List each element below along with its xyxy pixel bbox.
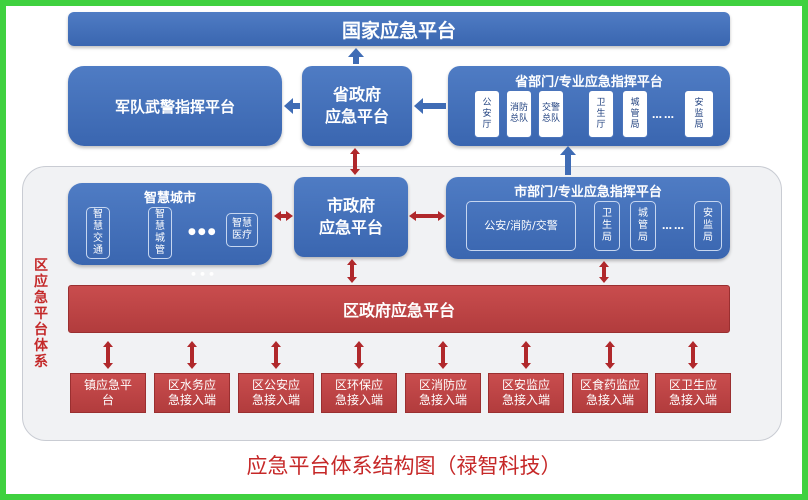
city-dept-item[interactable]: 城管局 — [630, 201, 656, 251]
smart-city-ellipsis: ●●● — [188, 227, 218, 237]
province-dept-item[interactable]: 交警总队 — [538, 90, 564, 138]
district-system-label-char: 应 — [34, 274, 48, 290]
city-dept-item[interactable]: 卫生局 — [594, 201, 620, 251]
district-system-label-char: 急 — [34, 290, 48, 306]
district-terminal[interactable]: 区安监应急接入端 — [488, 373, 564, 413]
smart-city-item[interactable]: 智慧医疗 — [226, 213, 258, 247]
city-dept-ellipsis: …… — [662, 221, 686, 232]
arrow-dept-to-province — [414, 98, 446, 114]
district-system-label-char: 平 — [34, 306, 48, 322]
smart-city-item[interactable]: 智慧城管 — [148, 207, 172, 259]
city-dept-item-public-security[interactable]: 公安/消防/交警 — [466, 201, 576, 251]
district-system-label-char: 体 — [34, 338, 48, 354]
district-terminal[interactable]: 区水务应急接入端 — [154, 373, 230, 413]
district-system-label-char: 系 — [34, 354, 48, 370]
district-terminal[interactable]: 区卫生应急接入端 — [655, 373, 731, 413]
district-platform[interactable]: 区政府应急平台 — [68, 285, 730, 333]
smart-city-panel[interactable]: 智慧城市 智慧交通 智慧城管 ●●● 智慧医疗 — [68, 183, 272, 265]
district-system-label-char: 台 — [34, 322, 48, 338]
province-dept-item[interactable]: 卫生厅 — [588, 90, 614, 138]
military-platform[interactable]: 军队武警指挥平台 — [68, 66, 282, 146]
district-terminal[interactable]: 区消防应急接入端 — [405, 373, 481, 413]
district-terminal[interactable]: 区公安应急接入端 — [238, 373, 314, 413]
district-system-label: 区应急平台体系 — [30, 258, 52, 370]
city-platform-line2: 应急平台 — [318, 218, 383, 237]
city-dept-platform[interactable]: 市部门/专业应急指挥平台 公安/消防/交警卫生局城管局 …… 安监局 — [446, 177, 730, 259]
smart-city-more: ••• — [190, 268, 218, 281]
arrow-province-to-national — [348, 48, 364, 64]
arrow-province-to-military — [284, 98, 300, 114]
province-dept-item[interactable]: 安监局 — [684, 90, 714, 138]
province-dept-item[interactable]: 城管局 — [622, 90, 648, 138]
diagram-caption: 应急平台体系结构图（禄智科技） — [246, 454, 562, 478]
district-system-label-char: 区 — [34, 258, 48, 274]
district-platform-label: 区政府应急平台 — [342, 301, 455, 320]
national-platform[interactable]: 国家应急平台 — [68, 12, 730, 46]
city-dept-item[interactable]: 安监局 — [694, 201, 722, 251]
province-dept-title: 省部门/专业应急指挥平台 — [515, 75, 663, 90]
province-platform[interactable]: 省政府 应急平台 — [302, 66, 412, 146]
province-dept-item[interactable]: 消防总队 — [506, 90, 532, 138]
province-dept-item[interactable]: 公安厅 — [474, 90, 500, 138]
national-platform-label: 国家应急平台 — [341, 19, 456, 42]
district-terminal[interactable]: 区食药监应急接入端 — [572, 373, 648, 413]
smart-city-title: 智慧城市 — [143, 191, 196, 206]
district-terminal[interactable]: 区环保应急接入端 — [321, 373, 397, 413]
smart-city-item[interactable]: 智慧交通 — [86, 207, 110, 259]
city-platform-line1: 市政府 — [326, 196, 375, 215]
military-platform-label: 军队武警指挥平台 — [114, 97, 235, 116]
province-platform-line1: 省政府 — [332, 85, 381, 104]
province-dept-ellipsis: …… — [652, 110, 676, 121]
city-platform[interactable]: 市政府 应急平台 — [294, 177, 408, 257]
province-platform-line2: 应急平台 — [324, 107, 389, 126]
city-dept-title: 市部门/专业应急指挥平台 — [514, 185, 662, 200]
district-terminal[interactable]: 镇应急平台 — [70, 373, 146, 413]
province-dept-platform[interactable]: 省部门/专业应急指挥平台 公安厅消防总队交警总队卫生厅城管局 …… 安监局 — [448, 66, 730, 146]
